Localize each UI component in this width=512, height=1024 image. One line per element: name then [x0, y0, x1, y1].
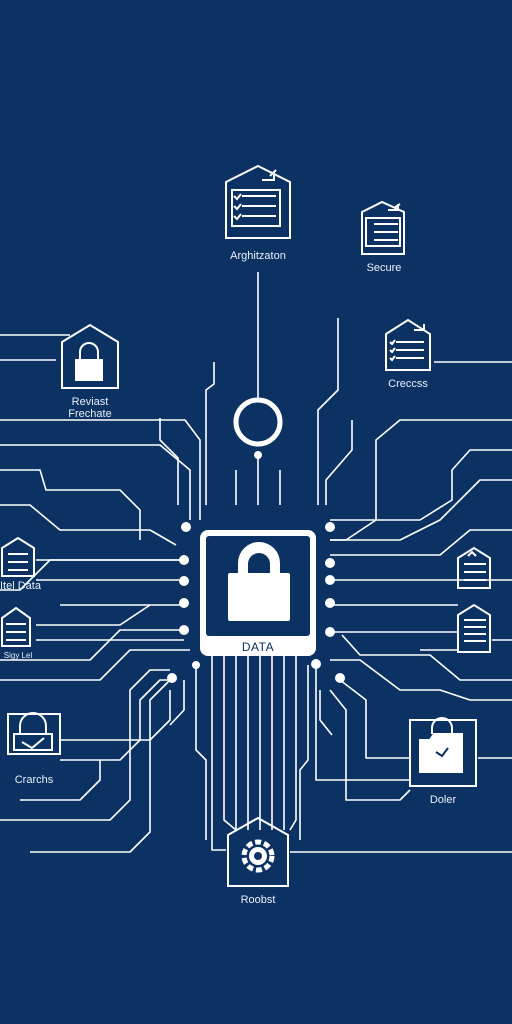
document-checklist-icon — [225, 164, 291, 239]
pin-dots — [167, 451, 345, 683]
padlock-icon — [228, 542, 290, 621]
node-label-checks-top: Creccss — [388, 378, 428, 390]
document-checklist-icon — [385, 318, 431, 371]
node-label-data-left: Itel Data — [0, 580, 41, 592]
document-checklist-icon — [0, 606, 31, 647]
ring-connector — [233, 397, 283, 447]
document-checklist-icon — [457, 546, 491, 589]
node-label-architecture: Arghitzaton — [230, 250, 286, 262]
node-label-robust: Roobst — [240, 894, 276, 906]
data-chip — [200, 530, 316, 656]
node-label-doler: Doler — [429, 794, 457, 806]
document-checklist-icon — [1, 536, 35, 577]
document-lines-icon — [457, 603, 491, 653]
circuit-traces — [0, 272, 512, 853]
document-checklist-icon — [361, 200, 405, 255]
node-label-checks-left: Crarchs — [14, 774, 54, 786]
padlock-icon — [7, 712, 61, 755]
gear-icon — [227, 816, 289, 887]
node-label-left-2: Sigy Lel — [3, 651, 33, 660]
node-label-secure: Secure — [366, 262, 402, 274]
chip-label: DATA — [241, 640, 275, 654]
node-label-protect: Reviast Frechate — [68, 396, 112, 420]
padlock-icon — [61, 323, 119, 389]
folder-lock-icon — [409, 717, 477, 787]
